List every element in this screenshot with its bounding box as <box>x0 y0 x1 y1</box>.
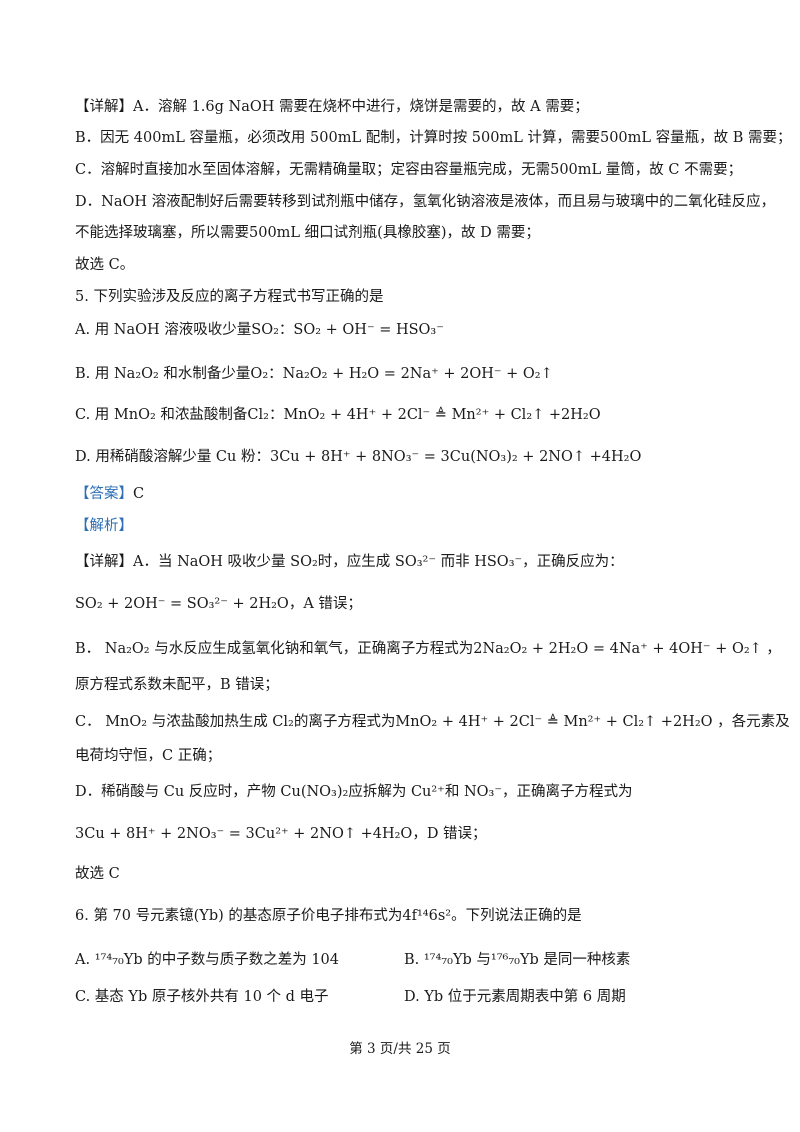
detail-a1-text: A．当 NaOH 吸收少量 SO₂时，应生成 SO₃²⁻ 而非 HSO₃⁻，正确… <box>133 554 624 570</box>
question5-option-c: C. 用 MnO₂ 和浓盐酸制备Cl₂：MnO₂ + 4H⁺ + 2Cl⁻ ≜ … <box>75 407 601 423</box>
explanation-line-b: B．因无 400mL 容量瓶，必须改用 500mL 配制，计算时按 500mL … <box>75 130 792 146</box>
explanation-line-d1: D．NaOH 溶液配制好后需要转移到试剂瓶中储存，氢氧化钠溶液是液体，而且易与玻… <box>75 194 776 210</box>
detail-d2: 3Cu + 8H⁺ + 2NO₃⁻ = 3Cu²⁺ + 2NO↑ +4H₂O，D… <box>75 826 487 842</box>
detail-c1: C． MnO₂ 与浓盐酸加热生成 Cl₂的离子方程式为MnO₂ + 4H⁺ + … <box>75 714 790 730</box>
question5-stem: 5. 下列实验涉及反应的离子方程式书写正确的是 <box>75 289 384 305</box>
answer-value: C <box>133 486 145 502</box>
explanation-line-d2: 不能选择玻璃塞，所以需要500mL 细口试剂瓶(具橡胶塞)，故 D 需要； <box>75 225 540 241</box>
question6-option-a: A. ¹⁷⁴₇₀Yb 的中子数与质子数之差为 104 <box>75 952 340 968</box>
detail-d1: D．稀硝酸与 Cu 反应时，产物 Cu(NO₃)₂应拆解为 Cu²⁺和 NO₃⁻… <box>75 784 633 800</box>
detail-a1: 【详解】A．当 NaOH 吸收少量 SO₂时，应生成 SO₃²⁻ 而非 HSO₃… <box>75 552 624 572</box>
explanation-a-text: A．溶解 1.6g NaOH 需要在烧杯中进行，烧饼是需要的，故 A 需要； <box>133 99 589 115</box>
question6-option-d: D. Yb 位于元素周期表中第 6 周期 <box>404 989 626 1005</box>
detail-a2: SO₂ + 2OH⁻ = SO₃²⁻ + 2H₂O，A 错误； <box>75 596 362 612</box>
explanation-conclusion: 故选 C。 <box>75 257 135 273</box>
question5-option-d: D. 用稀硝酸溶解少量 Cu 粉：3Cu + 8H⁺ + 8NO₃⁻ = 3Cu… <box>75 449 642 465</box>
question6-option-c: C. 基态 Yb 原子核外共有 10 个 d 电子 <box>75 989 329 1005</box>
answer-line: 【答案】C <box>75 484 144 504</box>
detail-label: 【详解】 <box>75 99 133 115</box>
page-footer: 第 3 页/共 25 页 <box>349 1041 451 1057</box>
detail-label-q5: 【详解】 <box>75 554 133 570</box>
detail-b2: 原方程式系数未配平，B 错误； <box>75 677 279 693</box>
analysis-label: 【解析】 <box>75 518 133 534</box>
answer-label: 【答案】 <box>75 486 133 502</box>
detail-b1: B． Na₂O₂ 与水反应生成氢氧化钠和氧气，正确离子方程式为2Na₂O₂ + … <box>75 641 781 657</box>
question5-option-a: A. 用 NaOH 溶液吸收少量SO₂：SO₂ + OH⁻ = HSO₃⁻ <box>75 322 444 338</box>
question6-option-b: B. ¹⁷⁴₇₀Yb 与¹⁷⁶₇₀Yb 是同一种核素 <box>404 952 631 968</box>
question5-option-b: B. 用 Na₂O₂ 和水制备少量O₂：Na₂O₂ + H₂O = 2Na⁺ +… <box>75 366 553 382</box>
question5-conclusion: 故选 C <box>75 866 120 882</box>
explanation-line-a: 【详解】A．溶解 1.6g NaOH 需要在烧杯中进行，烧饼是需要的，故 A 需… <box>75 97 589 117</box>
explanation-line-c: C．溶解时直接加水至固体溶解，无需精确量取；定容由容量瓶完成，无需500mL 量… <box>75 162 743 178</box>
question6-stem: 6. 第 70 号元素镱(Yb) 的基态原子价电子排布式为4f¹⁴6s²。下列说… <box>75 908 582 924</box>
detail-c2: 电荷均守恒，C 正确； <box>75 748 222 764</box>
